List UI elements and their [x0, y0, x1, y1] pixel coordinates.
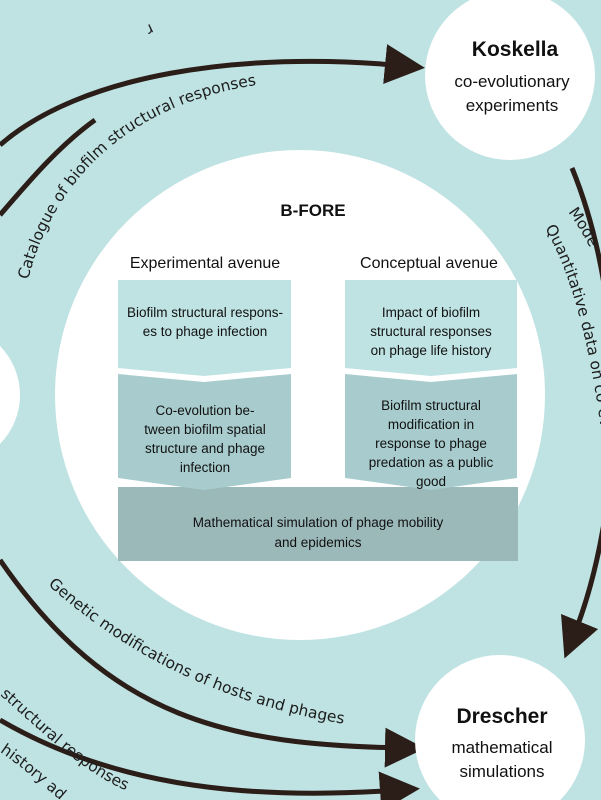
- drescher-name: Drescher: [456, 705, 547, 728]
- experimental-box-1-line-2: es to phage infection: [143, 324, 268, 339]
- experimental-box-2-line-4: infection: [180, 460, 230, 475]
- experimental-box-2-line-2: tween biofilm spatial: [144, 422, 266, 437]
- bottom-box-line-1: Mathematical simulation of phage mobilit…: [193, 515, 444, 530]
- arc-label-right-outer: Mode: [565, 204, 601, 250]
- arrow-from-center-to-drescher: [0, 558, 425, 768]
- drescher-subtitle-line-1: mathematical: [451, 738, 552, 757]
- arc-left-upper: [0, 117, 97, 217]
- drescher-circle: [415, 655, 585, 800]
- conceptual-box-1-text: Impact of biofilm structural responses on …: [370, 305, 492, 358]
- arc-label-top-partial: r: [143, 20, 157, 39]
- conceptual-box-1-line-2: structural responses: [370, 324, 492, 339]
- bottom-box-text: Mathematical simulation of phage mobilit…: [193, 515, 444, 550]
- experimental-box-2-line-1: Co-evolution be-: [155, 403, 254, 418]
- drescher-subtitle-line-2: simulations: [459, 762, 544, 781]
- koskella-subtitle-line-1: co-evolutionary: [454, 72, 570, 91]
- experimental-box-1-text: Biofilm structural respons-es to phage i…: [127, 305, 283, 339]
- center-title: B-FORE: [280, 201, 345, 220]
- arrow-to-drescher: [561, 167, 601, 659]
- conceptual-box-2: [345, 374, 517, 490]
- koskella-name: Koskella: [472, 38, 559, 61]
- left-node-circle: [0, 346, 20, 444]
- bottom-box-line-2: and epidemics: [274, 535, 361, 550]
- experimental-box-2-line-3: structure and phage: [145, 441, 265, 456]
- conceptual-box-2-line-1: Biofilm structural: [381, 398, 481, 413]
- conceptual-box-1-line-1: Impact of biofilm: [382, 305, 480, 320]
- koskella-circle: [425, 0, 595, 160]
- conceptual-box-2-text: Biofilm structural modification in respons…: [369, 398, 494, 489]
- experimental-box-2-text: Co-evolution be-tween biofilm spatial str…: [144, 403, 266, 475]
- experimental-box-1: [118, 280, 291, 376]
- conceptual-box-1: [345, 280, 517, 376]
- experimental-box-2: [118, 374, 291, 490]
- conceptual-box-2-line-5: good: [416, 474, 446, 489]
- experimental-avenue-header: Experimental avenue: [130, 255, 280, 272]
- bottom-box: [118, 487, 518, 561]
- conceptual-box-2-line-3: response to phage: [375, 436, 487, 451]
- drescher-subtitle: mathematical simulations: [451, 738, 552, 781]
- conceptual-box-2-line-2: modification in: [388, 417, 474, 432]
- koskella-subtitle: co-evolutionary experiments: [454, 72, 570, 115]
- conceptual-avenue-header: Conceptual avenue: [360, 255, 498, 272]
- conceptual-box-1-line-3: on phage life history: [371, 343, 492, 358]
- arrow-bottom-outer: [0, 717, 420, 800]
- arrow-to-koskella: [0, 44, 425, 147]
- koskella-subtitle-line-2: experiments: [466, 96, 559, 115]
- experimental-box-1-line-1: Biofilm structural respons-: [127, 305, 283, 320]
- conceptual-box-2-line-4: predation as a public: [369, 455, 494, 470]
- arc-label-bottom-left-1: structural responses: [0, 684, 132, 794]
